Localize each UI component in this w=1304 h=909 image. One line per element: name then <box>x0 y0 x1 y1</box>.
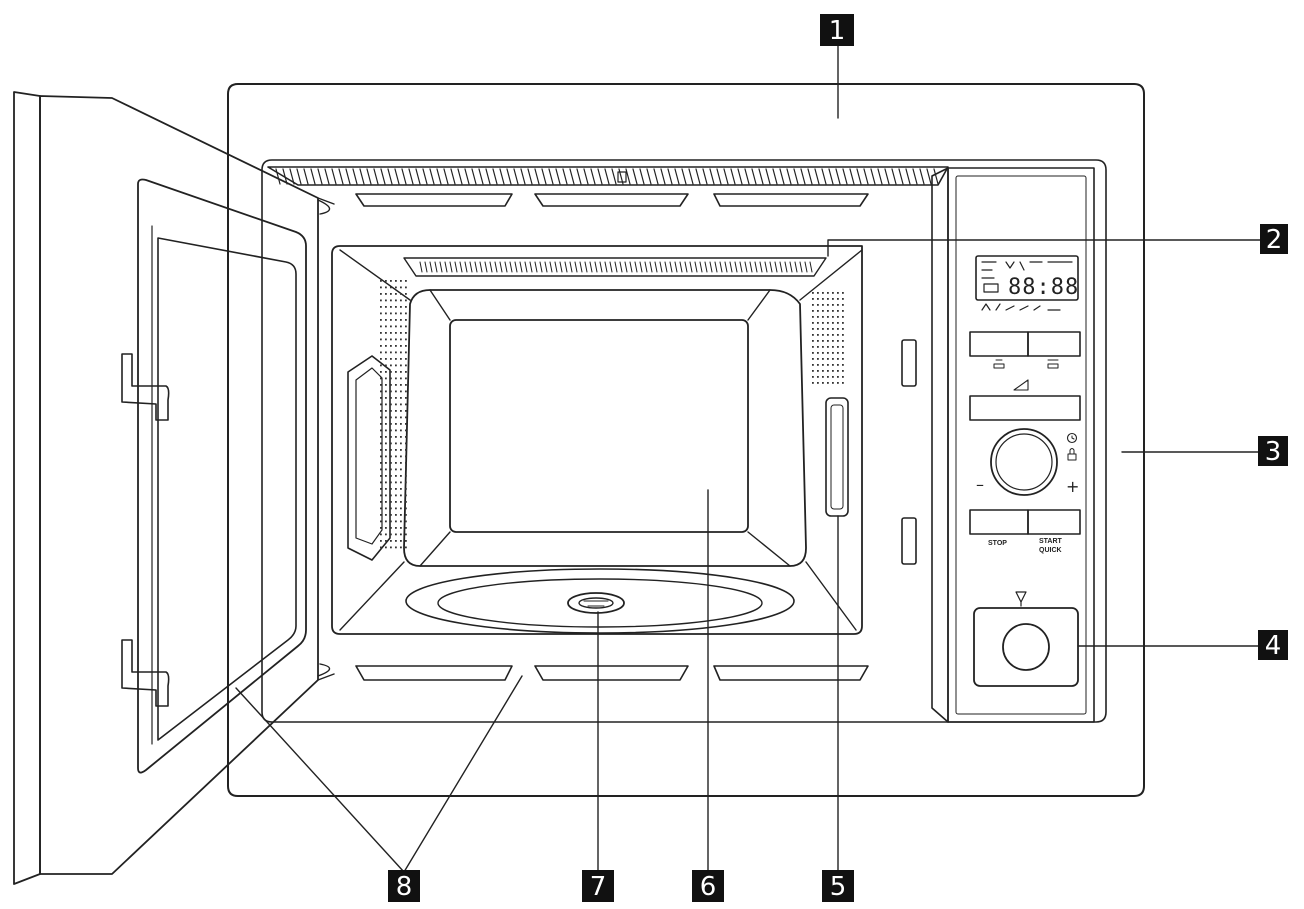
control-dial[interactable] <box>990 428 1058 496</box>
callout-5: 5 <box>822 870 854 902</box>
turntable-shaft <box>567 592 625 614</box>
door-window-glass <box>157 237 297 741</box>
leader-lines <box>235 43 1263 873</box>
door-release-button[interactable] <box>1002 623 1050 671</box>
top-vent-grille <box>267 166 949 186</box>
callout-7: 7 <box>582 870 614 902</box>
callout-3-text: 3 <box>1265 437 1282 467</box>
stop-button[interactable] <box>969 509 1029 535</box>
door <box>13 91 335 885</box>
start-quick-button[interactable] <box>1027 509 1081 535</box>
callout-1: 1 <box>820 14 854 46</box>
auto-menu-button[interactable] <box>969 395 1081 421</box>
callout-7-text: 7 <box>590 872 607 902</box>
lower-slots <box>355 665 869 681</box>
callout-3: 3 <box>1258 436 1288 467</box>
callout-5-text: 5 <box>830 872 847 902</box>
back-wall <box>403 289 807 567</box>
plus-sign: + <box>1066 477 1079 496</box>
door-edge <box>13 91 41 885</box>
cavity <box>331 245 863 635</box>
lock-icon <box>1067 448 1077 461</box>
callout-1-text: 1 <box>829 16 846 46</box>
outer-frame <box>227 83 1145 797</box>
door-hooks <box>121 353 170 707</box>
upper-slots <box>355 193 869 207</box>
button-left-top[interactable] <box>969 331 1029 357</box>
waveguide-cover <box>825 397 849 517</box>
callout-8: 8 <box>388 870 420 902</box>
callout-6: 6 <box>692 870 724 902</box>
clock-icon <box>1066 432 1078 444</box>
door-window-frame <box>137 178 307 774</box>
callout-2: 2 <box>1260 224 1288 255</box>
callout-6-text: 6 <box>700 872 717 902</box>
door-release-icon <box>1015 591 1027 607</box>
minus-sign: – <box>976 475 984 494</box>
start-label: START <box>1039 538 1063 545</box>
turntable <box>405 568 795 634</box>
callout-4-text: 4 <box>1265 631 1282 661</box>
display-digits: 88:88 <box>1008 275 1079 300</box>
control-panel: 88:88 – + STOP START QUICK <box>931 167 1095 723</box>
stop-label: STOP <box>988 540 1007 547</box>
door-latch-holes <box>901 339 917 565</box>
door-release-frame <box>973 607 1079 687</box>
weight-icon <box>1013 379 1029 391</box>
button-icons-top <box>993 359 1059 369</box>
quick-label: QUICK <box>1039 547 1062 554</box>
callout-2-text: 2 <box>1266 225 1283 255</box>
inner-frame <box>261 159 1107 723</box>
display-window: 88:88 <box>975 255 1079 311</box>
door-panel <box>39 95 319 875</box>
button-right-top[interactable] <box>1027 331 1081 357</box>
callout-8-text: 8 <box>396 872 413 902</box>
callout-4: 4 <box>1258 630 1288 661</box>
